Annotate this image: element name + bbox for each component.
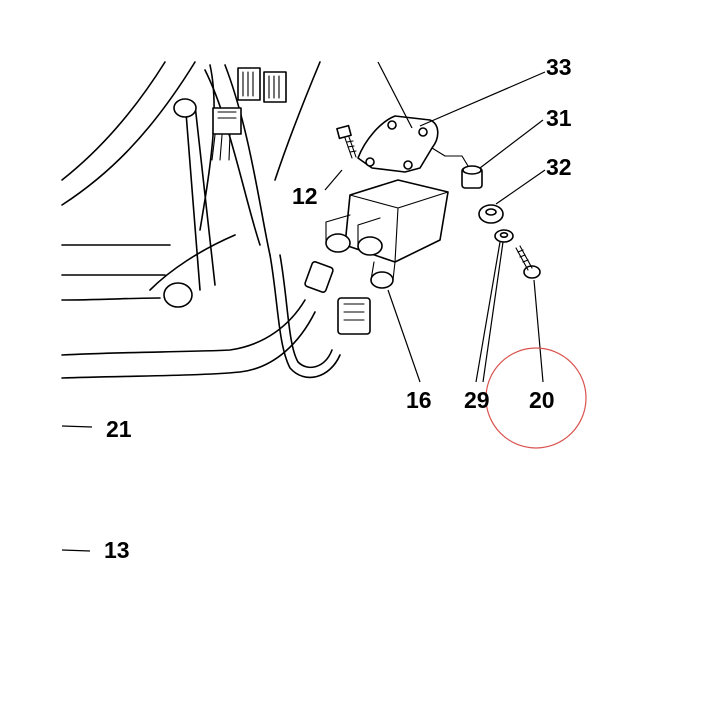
leader-29b bbox=[482, 241, 504, 383]
leader-29a bbox=[475, 241, 501, 383]
frame-joint-upper bbox=[173, 98, 197, 118]
leader-31 bbox=[479, 119, 544, 169]
coil-output-b bbox=[357, 236, 383, 256]
leader-16 bbox=[387, 289, 421, 383]
bracket-hole-b bbox=[418, 127, 428, 137]
wiring-harness bbox=[61, 254, 341, 379]
bracket-hole-c bbox=[365, 157, 375, 167]
coil-input-terminal bbox=[370, 271, 394, 289]
spacer-31-top bbox=[462, 165, 482, 175]
callout-12: 12 bbox=[292, 183, 318, 209]
callout-13: 13 bbox=[104, 537, 130, 563]
coil-connector bbox=[337, 297, 371, 335]
leader-33b bbox=[377, 61, 413, 129]
screw-part-20 bbox=[515, 245, 541, 279]
leader-lines bbox=[61, 61, 546, 552]
callout-20: 20 bbox=[529, 387, 555, 413]
callout-32: 32 bbox=[546, 154, 572, 180]
callout-31: 31 bbox=[546, 105, 572, 131]
plug-terminal bbox=[304, 261, 334, 293]
connector-block-b bbox=[263, 71, 287, 103]
frame-joint-lower bbox=[163, 282, 193, 308]
bolt-12-head bbox=[336, 124, 352, 140]
connector-block-a bbox=[237, 67, 261, 101]
leader-12 bbox=[324, 169, 343, 191]
leader-21 bbox=[61, 425, 93, 428]
bolt-part-12 bbox=[336, 124, 357, 159]
grommet-32-hole bbox=[485, 208, 497, 216]
coil-connector-housing bbox=[337, 297, 371, 335]
bracket-hole-a bbox=[387, 120, 397, 130]
callout-29: 29 bbox=[464, 387, 490, 413]
callout-33: 33 bbox=[546, 54, 572, 80]
harness-connectors bbox=[211, 67, 287, 161]
washer-part-29 bbox=[494, 229, 514, 243]
washer-29-hole bbox=[499, 232, 509, 239]
grommet-part-32 bbox=[478, 204, 504, 224]
callout-16: 16 bbox=[406, 387, 432, 413]
coil-output-a bbox=[325, 233, 351, 253]
spacer-part-31 bbox=[461, 165, 483, 189]
ignition-coil-part-16 bbox=[325, 179, 449, 289]
leader-13 bbox=[61, 549, 91, 552]
callout-21: 21 bbox=[106, 416, 132, 442]
assembly-line bbox=[431, 147, 469, 167]
leader-33 bbox=[419, 71, 546, 127]
bracket-part-33 bbox=[357, 115, 439, 173]
cable-plug bbox=[304, 261, 334, 293]
bracket-hole-d bbox=[403, 160, 413, 170]
frame-structure bbox=[61, 61, 321, 308]
highlight-circle bbox=[485, 347, 587, 449]
leader-32 bbox=[495, 169, 546, 205]
leader-20 bbox=[533, 279, 544, 383]
